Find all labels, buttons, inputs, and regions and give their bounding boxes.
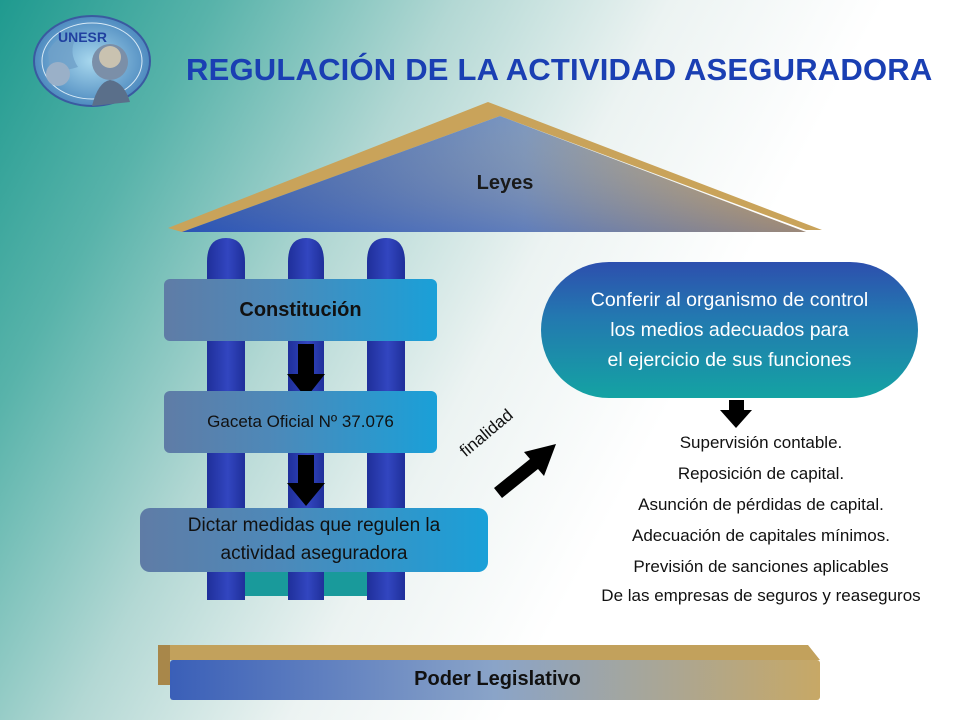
goal-line1: Conferir al organismo de control xyxy=(590,289,869,311)
list-item: Asunción de pérdidas de capital. xyxy=(638,495,884,514)
base-label: Poder Legislativo xyxy=(414,668,581,690)
list-item: Previsión de sanciones aplicables xyxy=(633,557,889,576)
box-medidas-line2: actividad aseguradora xyxy=(220,543,408,564)
finalidad-label: finalidad xyxy=(456,405,517,461)
box-gaceta: Gaceta Oficial Nº 37.076 xyxy=(164,391,437,453)
goal-line3: el ejercicio de sus funciones xyxy=(607,349,852,371)
box-medidas-line1: Dictar medidas que regulen la xyxy=(187,515,441,536)
box-constitucion: Constitución xyxy=(164,279,437,341)
university-logo: UNESR xyxy=(33,15,151,107)
roof-edge xyxy=(168,102,822,232)
list-item: Reposición de capital. xyxy=(677,464,845,483)
goal-line2: los medios adecuados para xyxy=(610,319,849,341)
box-constitucion-label: Constitución xyxy=(239,298,362,321)
logo-letters: UNESR xyxy=(58,29,107,45)
arrow-down-3 xyxy=(720,400,752,428)
page-title: REGULACIÓN DE LA ACTIVIDAD ASEGURADORA xyxy=(186,52,933,87)
box-gaceta-label: Gaceta Oficial Nº 37.076 xyxy=(207,412,394,431)
goal-pill: Conferir al organismo de control los med… xyxy=(541,262,918,398)
roof-label: Leyes xyxy=(476,172,534,194)
list-item: Supervisión contable. xyxy=(679,433,843,452)
arrow-down-2 xyxy=(287,455,325,506)
arrow-down-1 xyxy=(287,344,325,398)
finalidad-arrow xyxy=(494,444,556,498)
functions-list: Supervisión contable. Reposición de capi… xyxy=(596,428,926,618)
list-item: De las empresas de seguros y reaseguros xyxy=(601,586,921,605)
base-top xyxy=(158,645,820,660)
box-medidas: Dictar medidas que regulen la actividad … xyxy=(140,508,488,572)
list-item: Adecuación de capitales mínimos. xyxy=(632,526,890,545)
